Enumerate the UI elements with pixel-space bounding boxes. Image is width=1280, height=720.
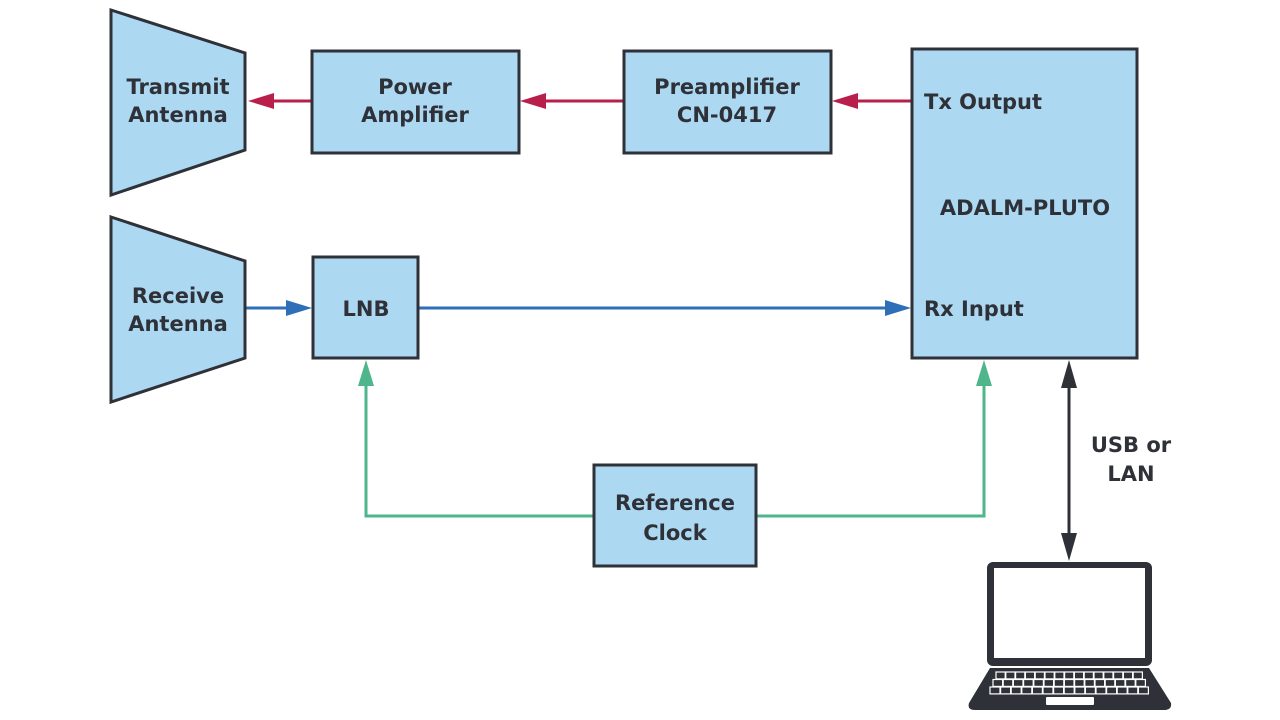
laptop-key (1074, 686, 1086, 695)
laptop-key (992, 678, 1004, 688)
preamplifier-label-line1: Preamplifier (654, 75, 800, 99)
arrowhead-clock-pluto (976, 360, 992, 386)
pluto-title: ADALM-PLUTO (940, 196, 1110, 220)
laptop-key (1063, 686, 1075, 695)
laptop-key (1084, 678, 1096, 688)
laptop-key (1073, 678, 1085, 688)
arrowhead-preamp (832, 93, 858, 109)
laptop-key (1137, 686, 1150, 695)
laptop-key (1052, 686, 1065, 695)
pluto-rx-port-label: Rx Input (924, 297, 1024, 321)
laptop-key (1063, 678, 1075, 688)
power-amplifier-label-line1: Power (378, 75, 452, 99)
arrowhead-clock-lnb (358, 360, 374, 386)
power-amplifier-box (310, 49, 521, 155)
receive-antenna-shape (109, 214, 247, 405)
laptop-key (1063, 671, 1075, 680)
reference-clock-label-line1: Reference (615, 491, 735, 515)
wire-clock-to-pluto (757, 382, 986, 518)
lnb-label: LNB (343, 297, 390, 321)
preamplifier-label-line2: CN-0417 (677, 103, 777, 127)
receive-antenna-label-line1: Receive (132, 284, 224, 308)
transmit-antenna-shape (109, 7, 247, 198)
laptop-key (1054, 671, 1065, 680)
lnb: LNB (311, 255, 420, 360)
power-amplifier-label-line2: Amplifier (361, 103, 469, 127)
laptop-key (1022, 678, 1034, 688)
laptop-key (1021, 686, 1033, 695)
laptop-key (1053, 678, 1065, 688)
arrowhead-down-laptop (1061, 533, 1077, 561)
laptop-key (1005, 671, 1016, 680)
arrowhead-up-pluto (1061, 360, 1077, 388)
laptop-key (1084, 686, 1097, 695)
laptop-key (1124, 678, 1136, 688)
arrowhead-pa (520, 93, 546, 109)
reference-clock: Reference Clock (592, 463, 758, 568)
laptop-key (1031, 686, 1044, 695)
lnb-box (311, 255, 420, 360)
laptop-key (1010, 686, 1022, 695)
laptop-key (1033, 678, 1045, 688)
reference-clock-label-line2: Clock (643, 521, 707, 545)
laptop-key (1127, 686, 1139, 695)
laptop-key (1104, 678, 1116, 688)
laptop-key (1095, 686, 1107, 695)
arrowhead-rx-input (885, 300, 911, 316)
laptop-key (989, 686, 1001, 695)
laptop-key (1105, 686, 1118, 695)
clock-path (358, 360, 992, 518)
laptop-key (1024, 671, 1036, 680)
laptop-key (1112, 671, 1124, 680)
laptop-key (1044, 671, 1055, 680)
laptop-key (1122, 671, 1134, 680)
preamplifier-box (622, 49, 833, 155)
laptop-key (1094, 678, 1106, 688)
laptop-key (1083, 671, 1094, 680)
laptop-key (995, 671, 1006, 680)
laptop-key (999, 686, 1012, 695)
link-label-line2: LAN (1107, 462, 1154, 486)
laptop-icon (968, 562, 1172, 710)
usb-lan-link: USB or LAN (1061, 360, 1172, 561)
tx-path (248, 93, 912, 109)
laptop-key (1014, 671, 1026, 680)
receive-antenna: Receive Antenna (109, 214, 247, 405)
arrowhead-tx-antenna (248, 93, 274, 109)
wire-clock-to-lnb (364, 382, 594, 518)
adalm-pluto: Tx Output ADALM-PLUTO Rx Input (910, 47, 1139, 360)
laptop-key (1116, 686, 1128, 695)
laptop-key (1002, 678, 1014, 688)
laptop-key (1043, 678, 1055, 688)
laptop-key (1034, 671, 1045, 680)
reference-clock-box (592, 463, 758, 568)
link-label-line1: USB or (1091, 433, 1172, 457)
laptop-key (1132, 671, 1143, 680)
laptop-key (1135, 678, 1147, 688)
laptop-keyboard (989, 671, 1150, 695)
laptop-key (1012, 678, 1024, 688)
transmit-antenna: Transmit Antenna (109, 7, 247, 198)
laptop-key (1042, 686, 1054, 695)
preamplifier: Preamplifier CN-0417 (622, 49, 833, 155)
laptop-screen (994, 568, 1145, 658)
adalm-pluto-box (910, 47, 1139, 360)
laptop-touchpad (1046, 697, 1094, 705)
power-amplifier: Power Amplifier (310, 49, 521, 155)
laptop-key (1073, 671, 1085, 680)
arrowhead-lnb (286, 300, 312, 316)
laptop-key (1093, 671, 1104, 680)
transmit-antenna-label-line2: Antenna (128, 103, 228, 127)
laptop-key (1114, 678, 1126, 688)
pluto-tx-port-label: Tx Output (924, 90, 1042, 114)
laptop-key (1103, 671, 1114, 680)
transmit-antenna-label-line1: Transmit (126, 75, 229, 99)
receive-antenna-label-line2: Antenna (128, 312, 228, 336)
rx-path (246, 300, 911, 316)
